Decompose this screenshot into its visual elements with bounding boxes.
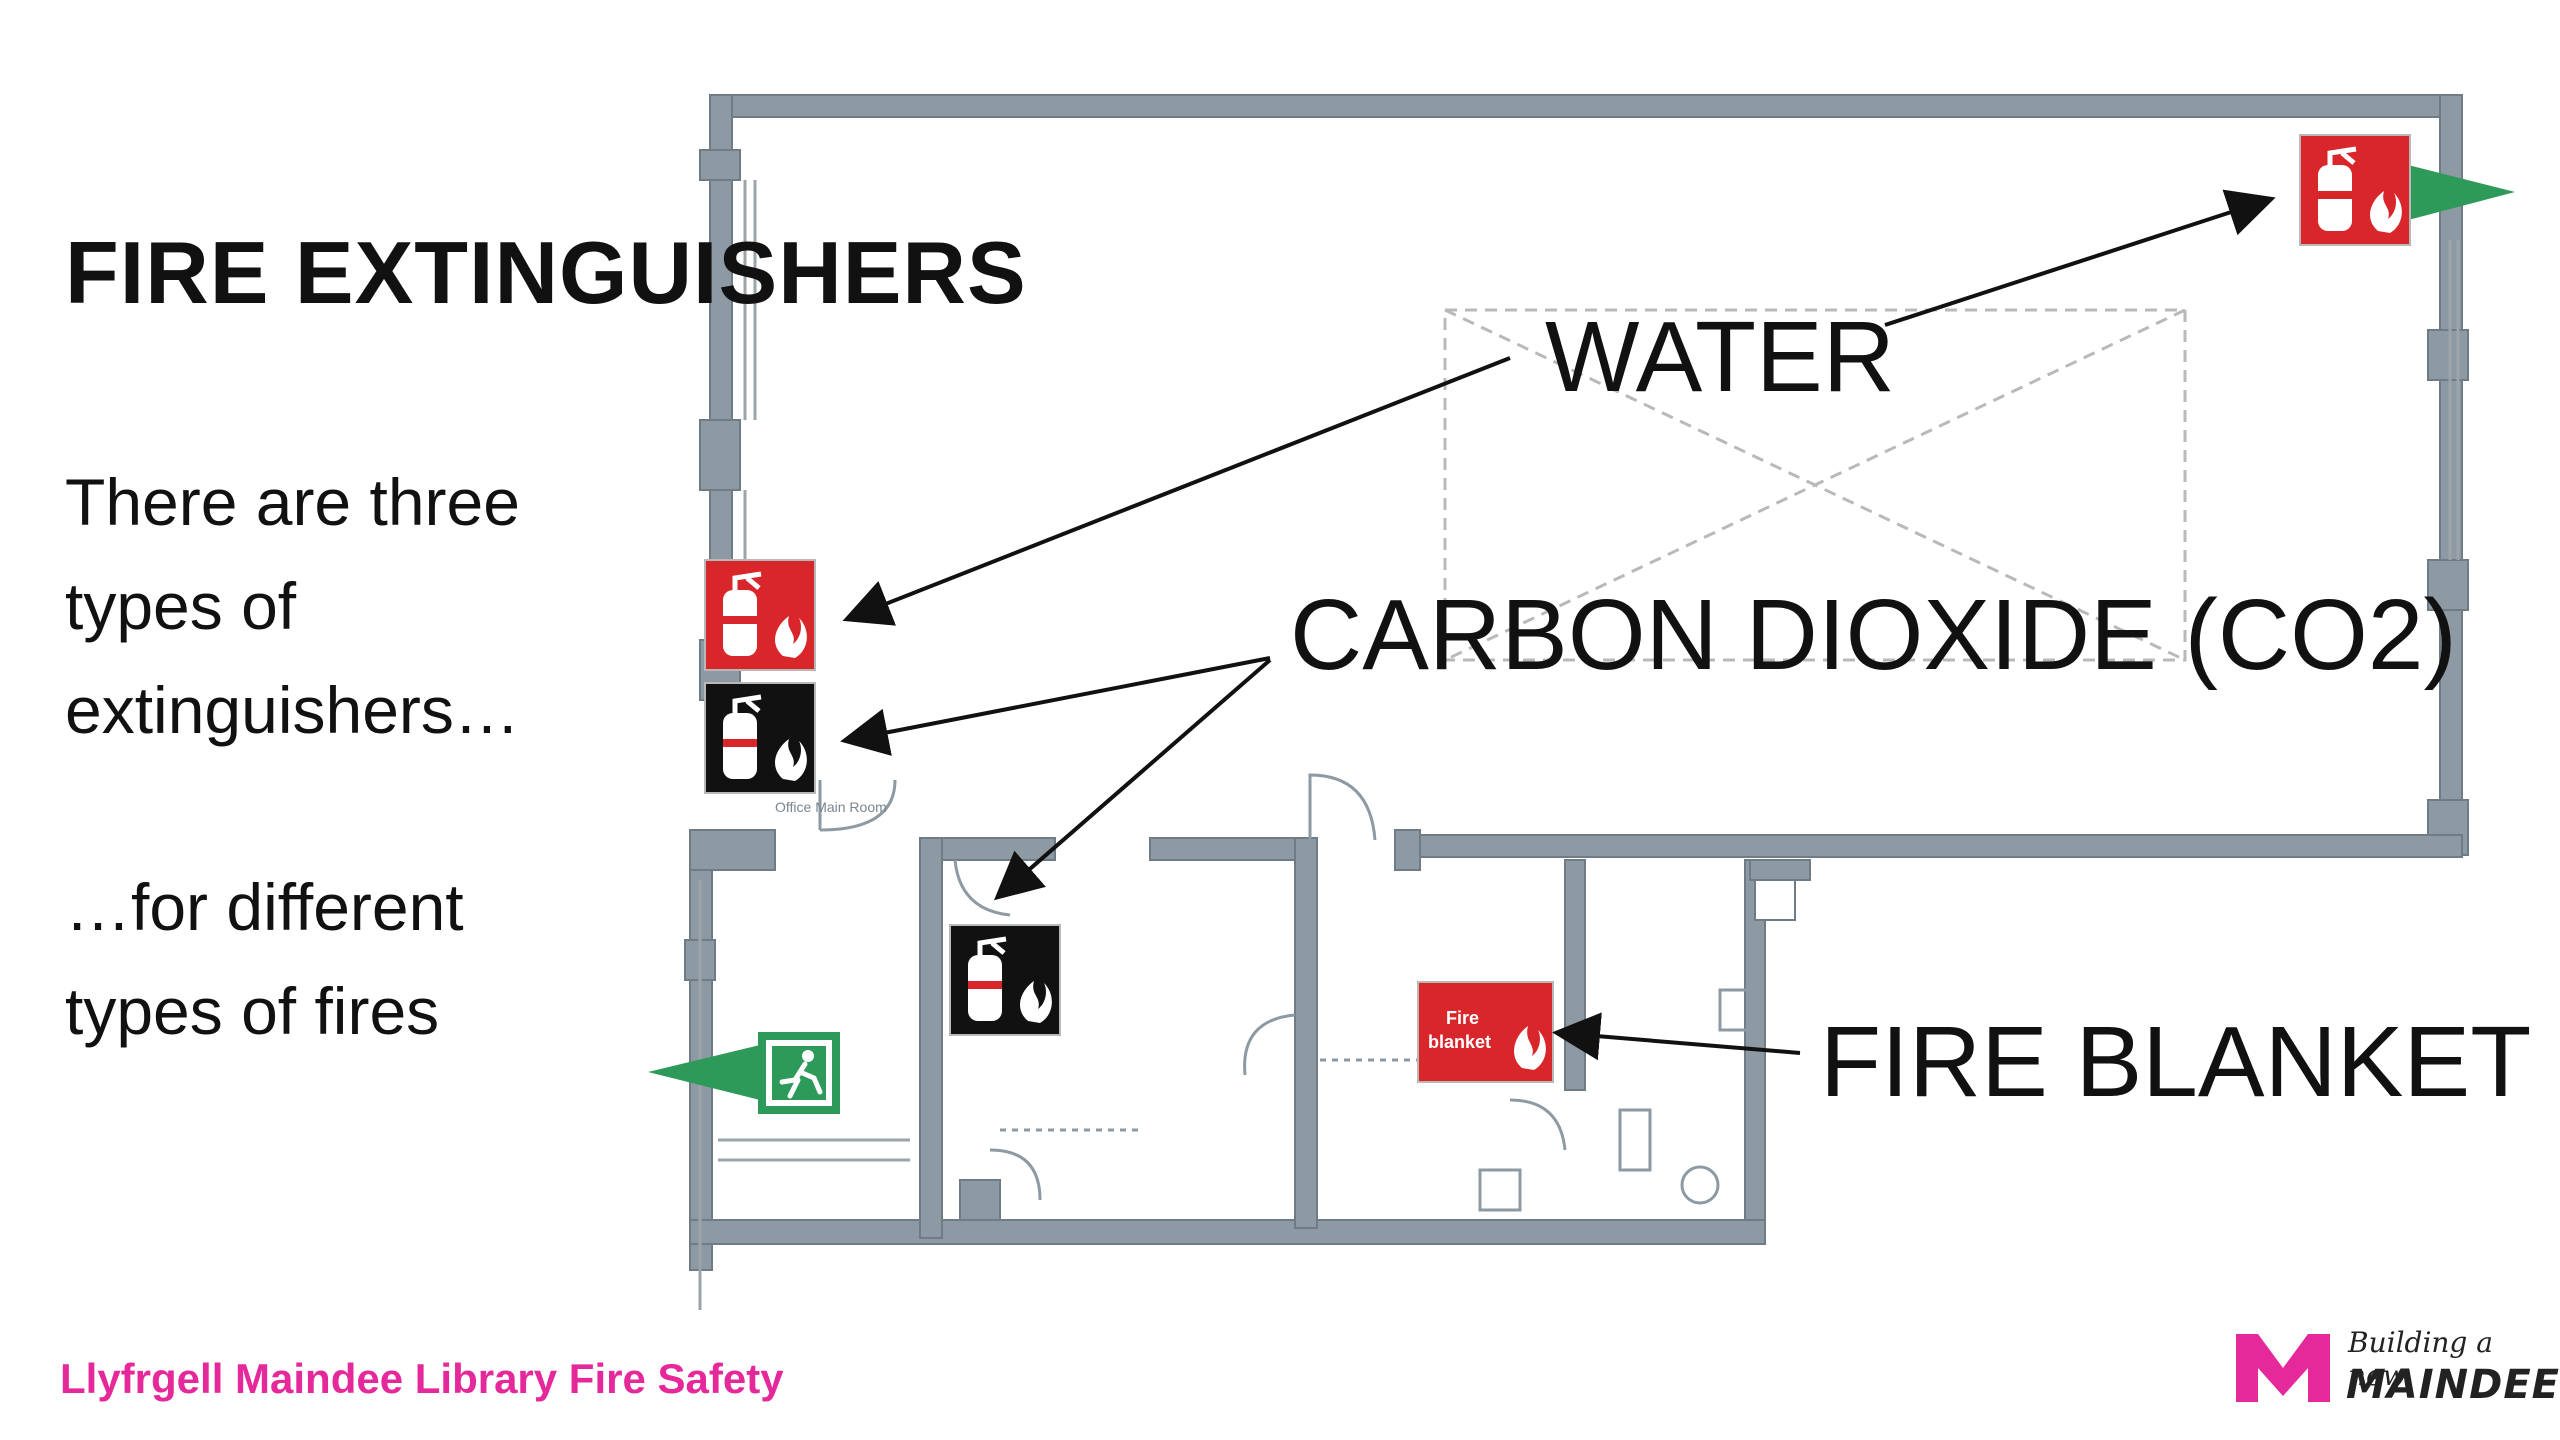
emergency-exit-sign: [758, 1032, 840, 1114]
window-lines: [698, 180, 2460, 1310]
label-co2: CARBON DIOXIDE (CO2): [1290, 579, 2457, 691]
plan-note: Office Main Room: [775, 799, 887, 815]
water-extinguisher-sign-top: [2299, 134, 2411, 246]
label-water: WATER: [1545, 301, 1895, 413]
footer-text: Llyfrgell Maindee Library Fire Safety: [60, 1355, 784, 1402]
body-text-fires: …for different types of fires: [65, 870, 464, 1048]
rooflight: [1443, 308, 2187, 662]
slide-title: FIRE EXTINGUISHERS: [65, 223, 1027, 322]
fire-blanket-sign-line2: blanket: [1428, 1032, 1491, 1052]
fire-blanket-sign: Fire blanket: [1417, 981, 1554, 1083]
body-text-types: There are three types of extinguishers…: [65, 465, 520, 747]
arrow-co2-to-room: [993, 658, 1272, 901]
exit-arrow-right: [2408, 165, 2515, 220]
arrow-blanket: [1552, 1012, 1801, 1061]
arrow-water-to-left: [842, 356, 1511, 626]
exit-arrow-left: [648, 1045, 760, 1100]
arrow-water-to-top: [1884, 189, 2276, 327]
water-extinguisher-sign-left: [704, 559, 816, 671]
arrow-co2-to-left: [840, 656, 1271, 756]
co2-extinguisher-sign-left: [704, 682, 816, 794]
logo-line1: Building a new: [2348, 1326, 2493, 1392]
doors: [818, 773, 1752, 1212]
fire-blanket-sign-line1: Fire: [1446, 1008, 1479, 1028]
walls: [684, 94, 2469, 1271]
label-fire-blanket: FIRE BLANKET: [1820, 1006, 2532, 1118]
pointer-arrows: [840, 189, 2276, 1061]
co2-extinguisher-sign-room: [949, 924, 1061, 1036]
logo-line2: MAINDEE: [2346, 1362, 2560, 1408]
maindee-m-icon: [2236, 1334, 2330, 1402]
maindee-logo: Building a new MAINDEE: [2228, 1322, 2559, 1412]
